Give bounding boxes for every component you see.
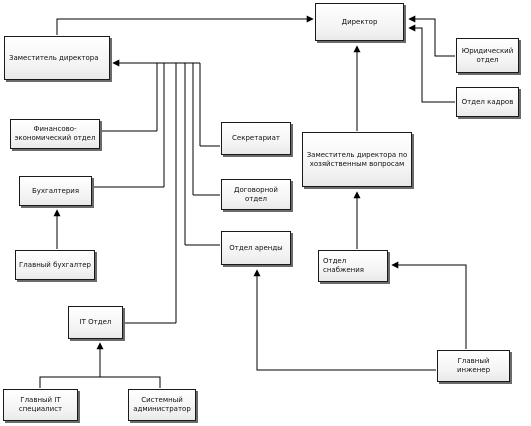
edge-sysadmin-to-itdept (100, 376, 161, 388)
node-chief-engineer: Главный инженер (437, 350, 510, 382)
node-chief-it: Главный IT специалист (3, 389, 78, 421)
edge-legal-to-director (408, 15, 455, 57)
edge-deputy-to-director (56, 15, 314, 35)
node-rental-dept: Отдел аренды (221, 231, 291, 265)
node-secretariat: Секретариат (221, 122, 291, 155)
node-accounting: Бухгалтерия (19, 176, 92, 206)
edge-chiefit-to-itdept (39, 376, 100, 388)
edge-engineer-to-supply (391, 261, 467, 349)
node-supply-dept: Отдел снабжения (318, 250, 388, 282)
node-contract-dept: Договорной отдел (221, 179, 291, 210)
node-deputy-director: Заместитель директора (4, 36, 110, 80)
node-legal-dept: Юридический отдел (456, 38, 519, 73)
node-hr-dept: Отдел кадров (456, 87, 519, 117)
node-it-dept: IT Отдел (68, 306, 123, 339)
node-finance-dept: Финансово-экономический отдел (10, 119, 100, 149)
edge-engineer-to-rental (253, 269, 436, 371)
edge-hr-to-director (408, 24, 455, 103)
node-chief-accountant: Главный бухгалтер (15, 250, 95, 280)
node-deputy-economic: Заместитель директора по хозяйственным в… (302, 132, 412, 187)
node-director: Директор (315, 3, 404, 41)
node-sysadmin: Системный администратор (128, 389, 196, 421)
